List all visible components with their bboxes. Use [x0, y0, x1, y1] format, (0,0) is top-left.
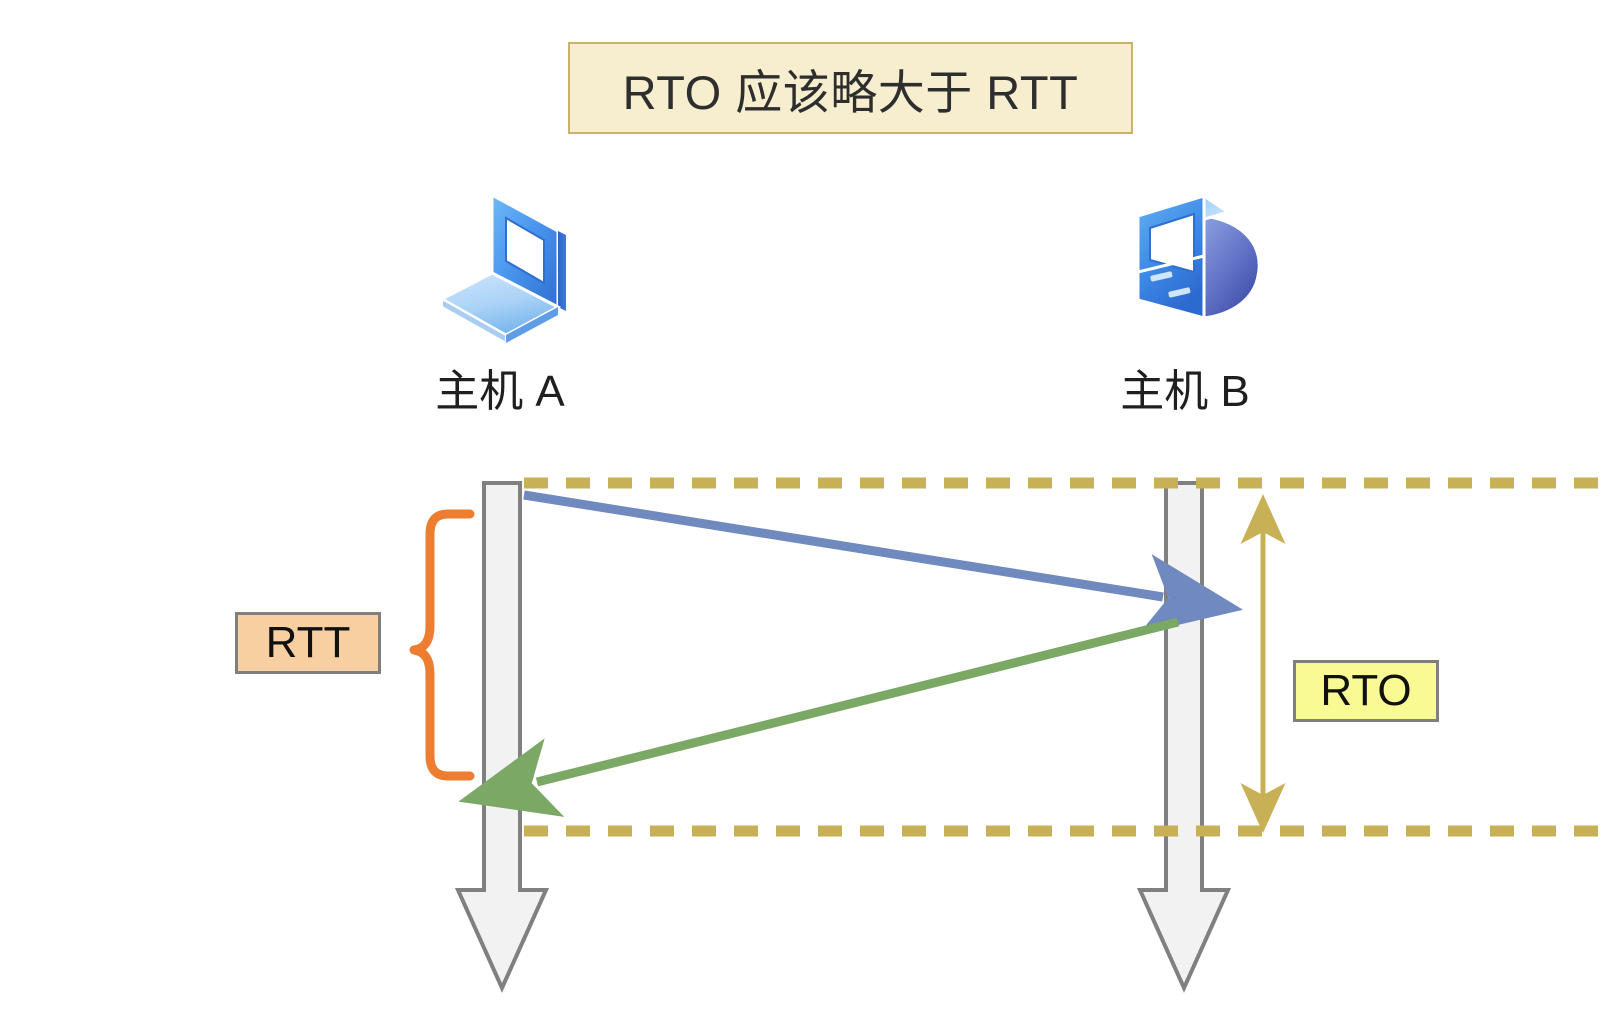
response-arrow [458, 617, 1180, 817]
laptop-icon [430, 185, 600, 345]
timeline-host-b [1136, 481, 1232, 993]
rto-label-text: RTO [1320, 666, 1412, 715]
rtt-label-box: RTT [235, 612, 381, 674]
rto-label-box: RTO [1293, 660, 1439, 722]
diagram-title-box: RTO 应该略大于 RTT [568, 42, 1133, 134]
host-a-label: 主机 A [435, 367, 565, 416]
request-arrow [523, 490, 1243, 635]
rtt-label-text: RTT [265, 618, 351, 667]
host-b-label: 主机 B [1120, 367, 1250, 416]
desktop-computer-icon [1108, 180, 1278, 345]
page-title: RTO 应该略大于 RTT [622, 65, 1079, 119]
timeline-host-a [454, 481, 550, 993]
rtt-brace [409, 509, 475, 781]
